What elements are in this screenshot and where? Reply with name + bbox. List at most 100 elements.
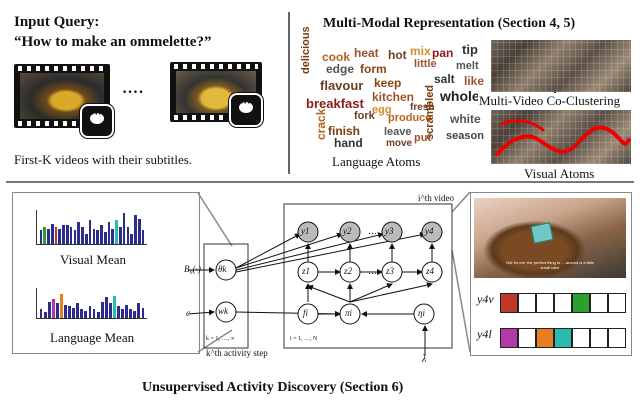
y3-node-label: y3 [385, 226, 394, 236]
word-cloud-term: whole [440, 88, 480, 104]
histogram-bar [100, 301, 104, 318]
histogram-bar [80, 309, 84, 318]
word-cloud-term: white [450, 112, 481, 126]
cluster-highlight-path [495, 119, 631, 156]
histogram-bar [88, 220, 92, 244]
lambda-label: λ [422, 354, 427, 365]
horizontal-divider [6, 181, 634, 183]
word-cloud-term: produce [388, 112, 432, 124]
word-cloud-term: kitchen [372, 90, 415, 104]
word-cloud: cook heat hot mix pan tip delicious edge… [300, 26, 485, 150]
example-video-frame: Not for me, the perfect thing to ... aro… [474, 198, 626, 278]
y-visual-cell [536, 293, 554, 313]
histogram-bar [121, 309, 124, 318]
histogram-bar [84, 233, 88, 244]
word-cloud-term: little [414, 58, 437, 70]
theta-node-label: θk [218, 264, 227, 274]
input-query: “How to make an ommelette?” [14, 34, 212, 50]
y-visual-label: y4v [477, 292, 494, 306]
y-visual-cell [608, 293, 626, 313]
histogram-bar [84, 310, 88, 318]
histogram-bar [107, 221, 111, 244]
y-language-cell [536, 328, 554, 348]
coclustering-label: Multi-Video Co-Clustering [478, 93, 622, 109]
histogram-bar [39, 230, 43, 244]
word-cloud-term: melt [456, 60, 479, 72]
word-cloud-term: hot [388, 48, 407, 62]
y-language-cell [518, 328, 536, 348]
histogram-bar [122, 213, 126, 244]
discovery-title: Unsupervised Activity Discovery (Section… [142, 380, 404, 395]
word-cloud-term: mix [410, 44, 431, 58]
word-cloud-term: leave [384, 126, 412, 138]
y-visual-cell [500, 293, 518, 313]
histogram-bar [81, 227, 84, 244]
word-cloud-term: breakfast [306, 96, 364, 111]
language-mean-chart [36, 288, 147, 319]
word-cloud-term: egg [372, 104, 392, 116]
y-language-vector [500, 328, 626, 348]
histogram-bar [51, 298, 55, 318]
histogram-bar [134, 215, 137, 244]
y-visual-cell [572, 293, 590, 313]
histogram-bar [68, 306, 71, 318]
z-dots: … [368, 266, 377, 276]
y-visual-cell [590, 293, 608, 313]
video-plate-label: i^th video [418, 193, 454, 203]
histogram-bar [43, 312, 47, 318]
c-label: c [186, 308, 190, 318]
language-mean-label: Language Mean [50, 330, 135, 345]
histogram-bar [111, 228, 115, 244]
subtitle-chat-icon [80, 104, 114, 138]
histogram-bar [54, 227, 58, 244]
histogram-bar [108, 303, 112, 318]
word-cloud-term: finish [328, 124, 360, 138]
subtitle-chat-icon [229, 93, 263, 127]
histogram-bar [96, 312, 100, 318]
histogram-bar [103, 232, 107, 244]
ellipsis: …. [122, 80, 144, 97]
word-cloud-term: tip [462, 42, 478, 57]
z2-node-label: z2 [344, 266, 353, 276]
word-cloud-term: flavour [320, 78, 364, 93]
histogram-bar [137, 303, 141, 318]
histogram-bar [130, 233, 134, 244]
histogram-bar [47, 228, 50, 244]
y-language-cell [500, 328, 518, 348]
histogram-bar [92, 228, 96, 244]
word-cloud-term: heat [354, 46, 379, 60]
histogram-bar [76, 303, 80, 318]
histogram-bar [92, 309, 96, 318]
histogram-bar [58, 228, 62, 244]
histogram-bar [62, 225, 65, 244]
w-node-label: wk [218, 306, 228, 316]
histogram-bar [96, 230, 99, 244]
activity-plate-label: k^th activity step [206, 348, 268, 358]
histogram-bar [119, 227, 122, 244]
histogram-bar [77, 221, 81, 244]
histogram-bar [47, 301, 51, 318]
visual-mean-chart [36, 210, 147, 245]
input-title: Input Query: [14, 14, 100, 30]
histogram-bar [59, 294, 63, 318]
word-cloud-term: hand [334, 136, 363, 150]
word-cloud-term: edge [326, 62, 355, 76]
y-visual-cell [518, 293, 536, 313]
word-cloud-term: fork [354, 110, 375, 122]
pi-node-label: πi [345, 308, 353, 318]
z4-node-label: z4 [426, 266, 435, 276]
z3-node-label: z3 [386, 266, 395, 276]
visual-atoms-caption: Visual Atoms [524, 166, 595, 181]
video-subtitle: Not for me, the perfect thing to ... aro… [506, 260, 594, 270]
y-language-label: y4l [477, 327, 492, 341]
histogram-bar [117, 306, 120, 318]
f-node-label: fi [303, 308, 309, 318]
histogram-bar [100, 225, 103, 244]
b0-label: B₀(·) [184, 264, 201, 274]
histogram-bar [141, 230, 145, 244]
means-panel [12, 192, 200, 354]
word-cloud-term: like [464, 74, 485, 88]
histogram-bar [64, 304, 67, 318]
histogram-bar [137, 218, 141, 244]
